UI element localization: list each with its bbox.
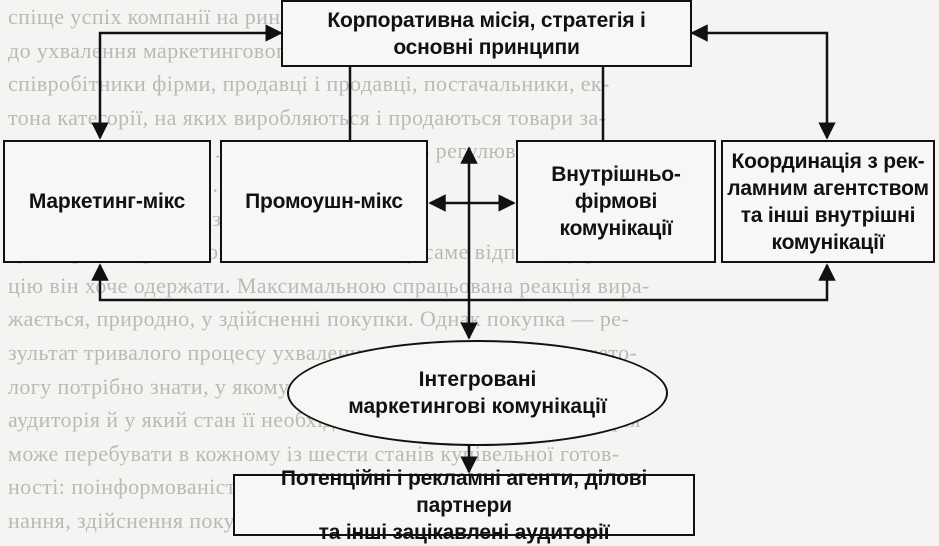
agency-coordination-label: Координація з рек- ламним агентством та …: [727, 149, 929, 254]
promotion-mix-node: Промоушн-мікс: [220, 140, 428, 263]
mission-label: Корпоративна місія, стратегія і основні …: [327, 8, 646, 59]
marketing-mix-label: Маркетинг-мікс: [28, 190, 186, 213]
marketing-mix-node: Маркетинг-мікс: [3, 140, 211, 263]
connector-mission-marketing: [91, 24, 283, 140]
internal-comms-label: Внутрішньо- фірмові комунікації: [551, 163, 681, 240]
promotion-mix-label: Промоушн-мікс: [245, 190, 403, 213]
audiences-label: Потенційні і рекламні агенти, ділові пар…: [280, 466, 648, 544]
internal-comms-node: Внутрішньо- фірмові комунікації: [516, 140, 716, 263]
connector-mission-coordination: [690, 24, 836, 140]
connector-marketing-bus: [91, 263, 836, 302]
audiences-node: Потенційні і рекламні агенти, ділові пар…: [233, 467, 695, 544]
background-text-line: нання, здійснення покупки.: [8, 507, 277, 533]
mission-node: Корпоративна місія, стратегія і основні …: [281, 0, 692, 67]
imc-node: Інтегровані маркетингові комунікації: [287, 340, 668, 446]
background-text-line: жається, природно, у здійсненні покупки.…: [8, 306, 630, 332]
imc-label: Інтегровані маркетингові комунікації: [348, 368, 607, 418]
agency-coordination-node: Координація з рек- ламним агентством та …: [721, 140, 935, 263]
background-text-line: може перебувати в кожному із шести стані…: [8, 440, 620, 466]
